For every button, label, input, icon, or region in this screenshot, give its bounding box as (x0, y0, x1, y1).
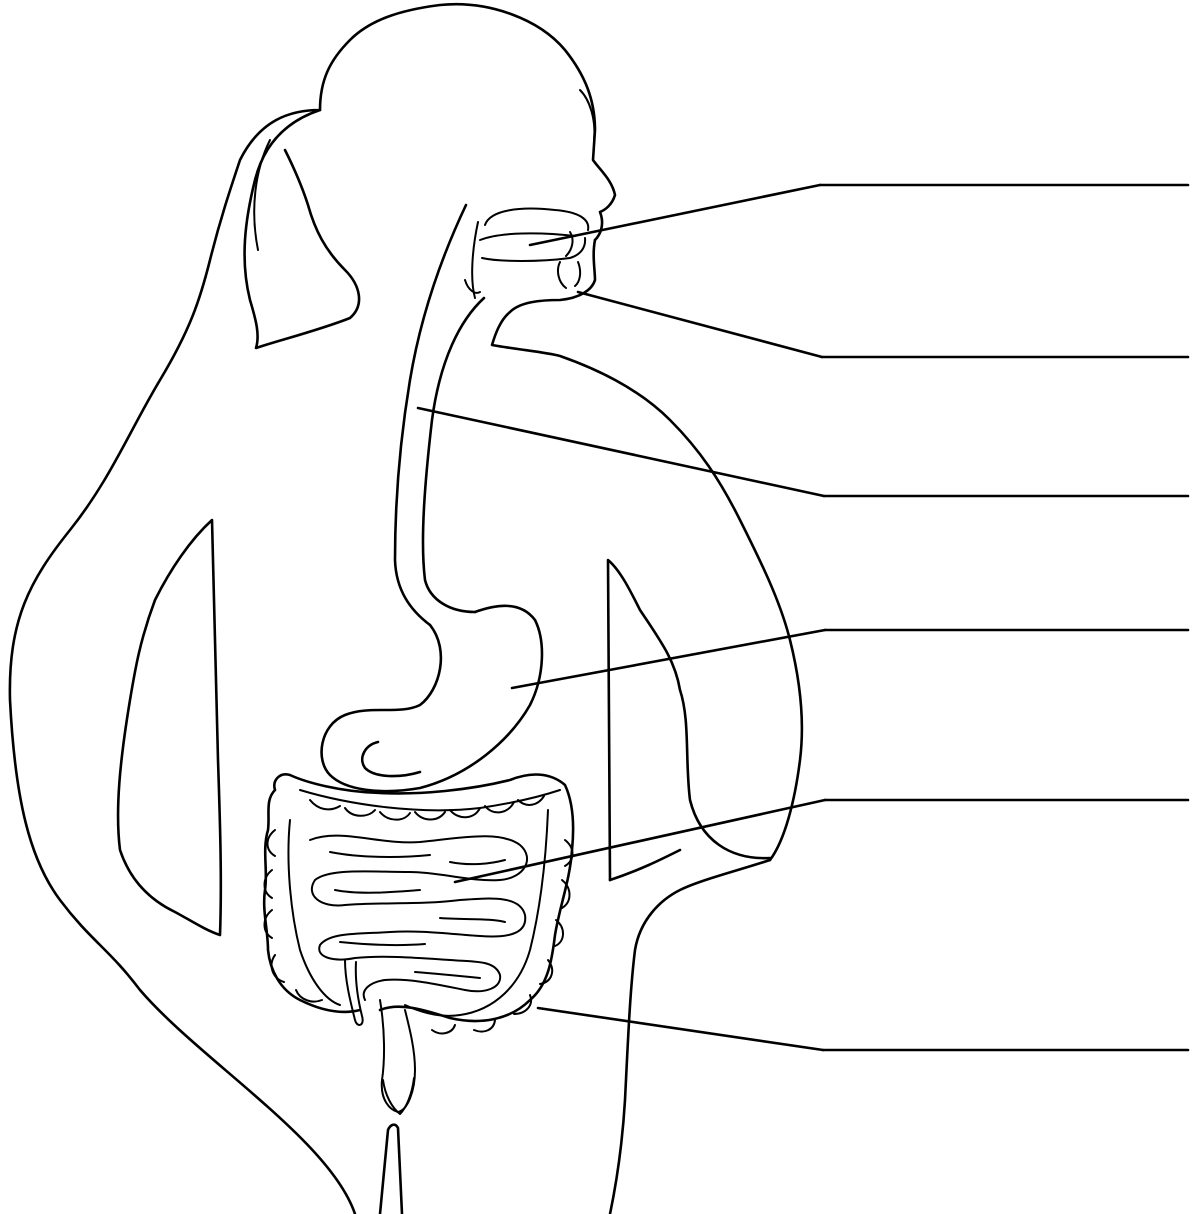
leader-line-stomach (512, 630, 825, 688)
label-slot-1 (825, 156, 1185, 182)
arm-inner (608, 560, 770, 880)
oral-cavity (465, 209, 588, 298)
small-intestine (310, 836, 527, 1114)
front-arm (610, 860, 770, 1214)
ponytail-strand (254, 140, 270, 250)
esophagus (395, 205, 484, 625)
nasal-passage (485, 209, 588, 230)
rectum (383, 1078, 414, 1114)
esophagus-front (423, 298, 484, 612)
face-profile (492, 240, 802, 860)
body-silhouette (10, 4, 802, 1214)
label-slot-3 (825, 467, 1185, 493)
leader-line-tongue (578, 292, 822, 357)
hair-detail (580, 90, 594, 140)
leg-gap-left (380, 1125, 402, 1214)
leader-line-large-intestine (538, 1008, 823, 1050)
colon-outer (264, 774, 573, 1021)
large-intestine (264, 774, 573, 1033)
stomach-inner (362, 742, 420, 776)
pharynx (472, 222, 478, 298)
leader-line-mouth (530, 185, 820, 245)
back-arm (118, 520, 221, 935)
ponytail (245, 110, 360, 348)
appendix (345, 960, 363, 1025)
label-slot-5 (825, 771, 1185, 797)
stomach-outline (322, 606, 542, 791)
label-slot-2 (825, 328, 1185, 354)
label-slot-4 (825, 601, 1185, 627)
leader-line-esophagus (418, 408, 824, 496)
small-intestine-loops (310, 836, 527, 1000)
colon-haustra (265, 796, 573, 1033)
label-slot-6 (825, 1021, 1185, 1047)
stomach (322, 606, 542, 791)
forearm-bottom (610, 850, 680, 880)
